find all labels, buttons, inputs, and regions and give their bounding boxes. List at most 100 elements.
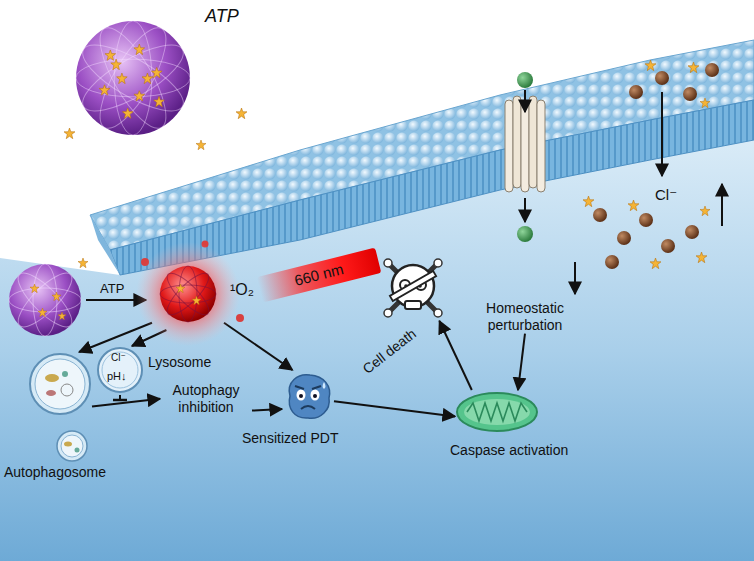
small-nanoparticle: [9, 264, 81, 336]
lysosome-circle-shape-part: [98, 348, 142, 392]
process-label: Sensitized PDT: [242, 430, 338, 447]
autophagosome-circle-shape-part: [46, 390, 56, 396]
nanoparticle-sphere-shape-part: [134, 44, 145, 55]
ion-influx-part: [661, 239, 675, 253]
free-atp-part: [64, 128, 75, 139]
ion-influx-part: [645, 60, 656, 71]
small-nanoparticle-part: [33, 264, 57, 336]
flow-arrow: [92, 399, 160, 407]
skull-symbol-shape-part: [405, 301, 421, 309]
flow-arrow: [252, 409, 282, 411]
autophagosome-circle-shape: [28, 352, 92, 416]
ion-influx-part: [721, 184, 723, 226]
free-atp-part: [196, 140, 206, 150]
skull-symbol-shape-part: [390, 265, 436, 311]
small-autophagosome-part: [75, 448, 80, 453]
small-nanoparticle-part: [9, 264, 81, 336]
ion-influx-part: [650, 258, 661, 269]
laser-beam: 660 nm: [257, 248, 382, 303]
nanoparticle-sphere-shape-part: [142, 73, 153, 84]
mitochondrion-shape-part: [457, 393, 537, 431]
process-label: Caspase activation: [450, 442, 568, 459]
ion-influx-part: [655, 71, 669, 85]
nanoparticle-sphere-shape-part: [154, 96, 165, 107]
ion-influx-part: [700, 206, 710, 216]
ph-label: pH↓: [107, 370, 127, 383]
autophagosome-circle-shape-part: [62, 371, 68, 377]
ion-influx-part: [683, 87, 697, 101]
nanoparticle-sphere-shape-part: [105, 50, 116, 61]
free-atp: [64, 108, 247, 268]
small-autophagosome-part: [61, 435, 83, 457]
stressed-cell-shape-part: [289, 375, 329, 419]
autophagosome-circle-shape-part: [30, 354, 90, 414]
skull-symbol-shape-part: [390, 271, 436, 301]
ion-influx-part: [685, 225, 699, 239]
skull-symbol-shape-part: [390, 265, 436, 311]
outcome-label: Cell death: [360, 325, 420, 377]
process-label: Autophagy inhibition: [160, 382, 252, 416]
ion-label: Cl⁻: [655, 186, 677, 204]
ion-channel-part: [524, 198, 526, 222]
mitochondrion-shape-part: [467, 403, 527, 421]
activated-sphere-shape-part: [192, 296, 201, 305]
membrane-edge: [90, 215, 120, 275]
lysosome-circle: Cl⁻pH↓Lysosome: [96, 346, 144, 394]
nanoparticle-sphere-shape-part: [99, 85, 110, 96]
ion-influx-part: [617, 231, 631, 245]
stressed-cell: Sensitized PDT: [282, 370, 334, 422]
activated-sphere-shape-part: [136, 242, 240, 346]
skull-symbol-shape-part: [434, 259, 442, 267]
stressed-cell-shape-part: [323, 382, 326, 389]
flow-arrow: [439, 321, 471, 390]
stressed-cell-shape-part: [301, 406, 315, 409]
autophagosome-circle-shape-part: [45, 374, 59, 382]
ion-influx-part: [628, 200, 639, 211]
nanoparticle-sphere-shape-part: [88, 19, 178, 137]
ion-channel-part: [505, 100, 513, 192]
ion-influx-part: [696, 252, 707, 263]
process-text: Homeostatic perturbation: [462, 300, 588, 334]
ion-channel-part: [537, 100, 545, 192]
ion-label: Cl⁻: [111, 352, 126, 364]
nanoparticle-sphere-shape-part: [88, 19, 178, 137]
nanoparticle-sphere-shape-part: [151, 67, 162, 78]
process-label: Homeostatic perturbation: [462, 300, 588, 334]
skull-symbol-shape-part: [384, 309, 392, 317]
molecule-label: ATP: [100, 281, 124, 297]
mitochondrion-shape: [455, 390, 539, 434]
organelle-label: Lysosome: [148, 354, 211, 371]
ion-influx-part: [705, 63, 719, 77]
ion-channel: [505, 72, 545, 242]
small-nanoparticle-part: [9, 288, 81, 312]
molecule-label: ATP: [205, 6, 239, 28]
skull-symbol: Cell death: [380, 255, 446, 321]
stressed-cell-shape-part: [311, 390, 320, 401]
mitochondrion: Caspase activation: [455, 390, 539, 434]
autophagosome-circle-shape-part: [35, 359, 85, 409]
small-nanoparticle-part: [52, 292, 61, 301]
ion-influx-part: [593, 208, 607, 222]
activated-sphere-shape-part: [176, 284, 185, 293]
autophagosome-circle: Autophagosome: [28, 352, 92, 416]
stressed-cell-shape-part: [295, 386, 321, 389]
activated-sphere-shape-part: [162, 268, 214, 320]
nanoparticle-sphere-shape-part: [111, 59, 122, 70]
ion-channel-part: [517, 226, 533, 242]
process-text: Autophagy inhibition: [160, 382, 252, 416]
arrow-line: [334, 401, 455, 416]
autophagosome-circle-shape-part: [61, 384, 73, 396]
small-nanoparticle-part: [38, 308, 47, 317]
ion-channel-part: [517, 72, 533, 88]
small-nanoparticle-part: [30, 284, 39, 293]
nanoparticle-sphere-shape: [75, 20, 191, 136]
flow-arrow: [518, 334, 525, 390]
inhibition-bar: [113, 395, 127, 400]
activated-sphere: ¹O₂: [152, 258, 224, 330]
stressed-cell-shape-part: [313, 394, 317, 398]
stressed-cell-shape-part: [297, 390, 306, 401]
stressed-cell-shape-part: [299, 394, 303, 398]
activated-sphere-shape: [152, 258, 224, 330]
